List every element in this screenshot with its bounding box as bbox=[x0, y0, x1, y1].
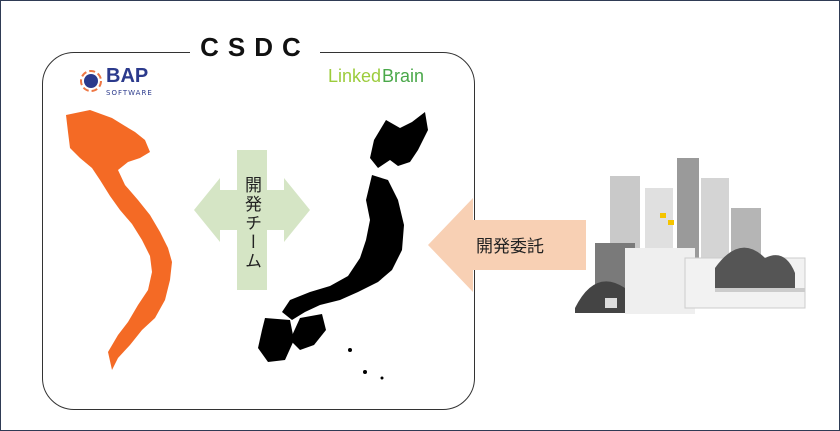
bap-software-logo: BAP SOFTWARE bbox=[80, 64, 153, 98]
outsource-label: 開発委託 bbox=[476, 237, 544, 257]
globe-icon bbox=[80, 70, 102, 92]
linkedbrain-logo-part1: Linked bbox=[328, 66, 382, 86]
dev-team-label: 開発チーム bbox=[241, 176, 261, 271]
city-buildings-illustration bbox=[575, 158, 806, 314]
linkedbrain-logo-part2: Brain bbox=[382, 66, 425, 86]
csdc-title: CSDC bbox=[190, 32, 320, 63]
outsource-arrow bbox=[428, 198, 586, 292]
bap-logo-sub: SOFTWARE bbox=[106, 89, 153, 97]
cross-arrow bbox=[194, 150, 310, 290]
bap-logo-name: BAP bbox=[106, 65, 149, 87]
linkedbrain-logo: LinkedBrain bbox=[328, 66, 424, 87]
